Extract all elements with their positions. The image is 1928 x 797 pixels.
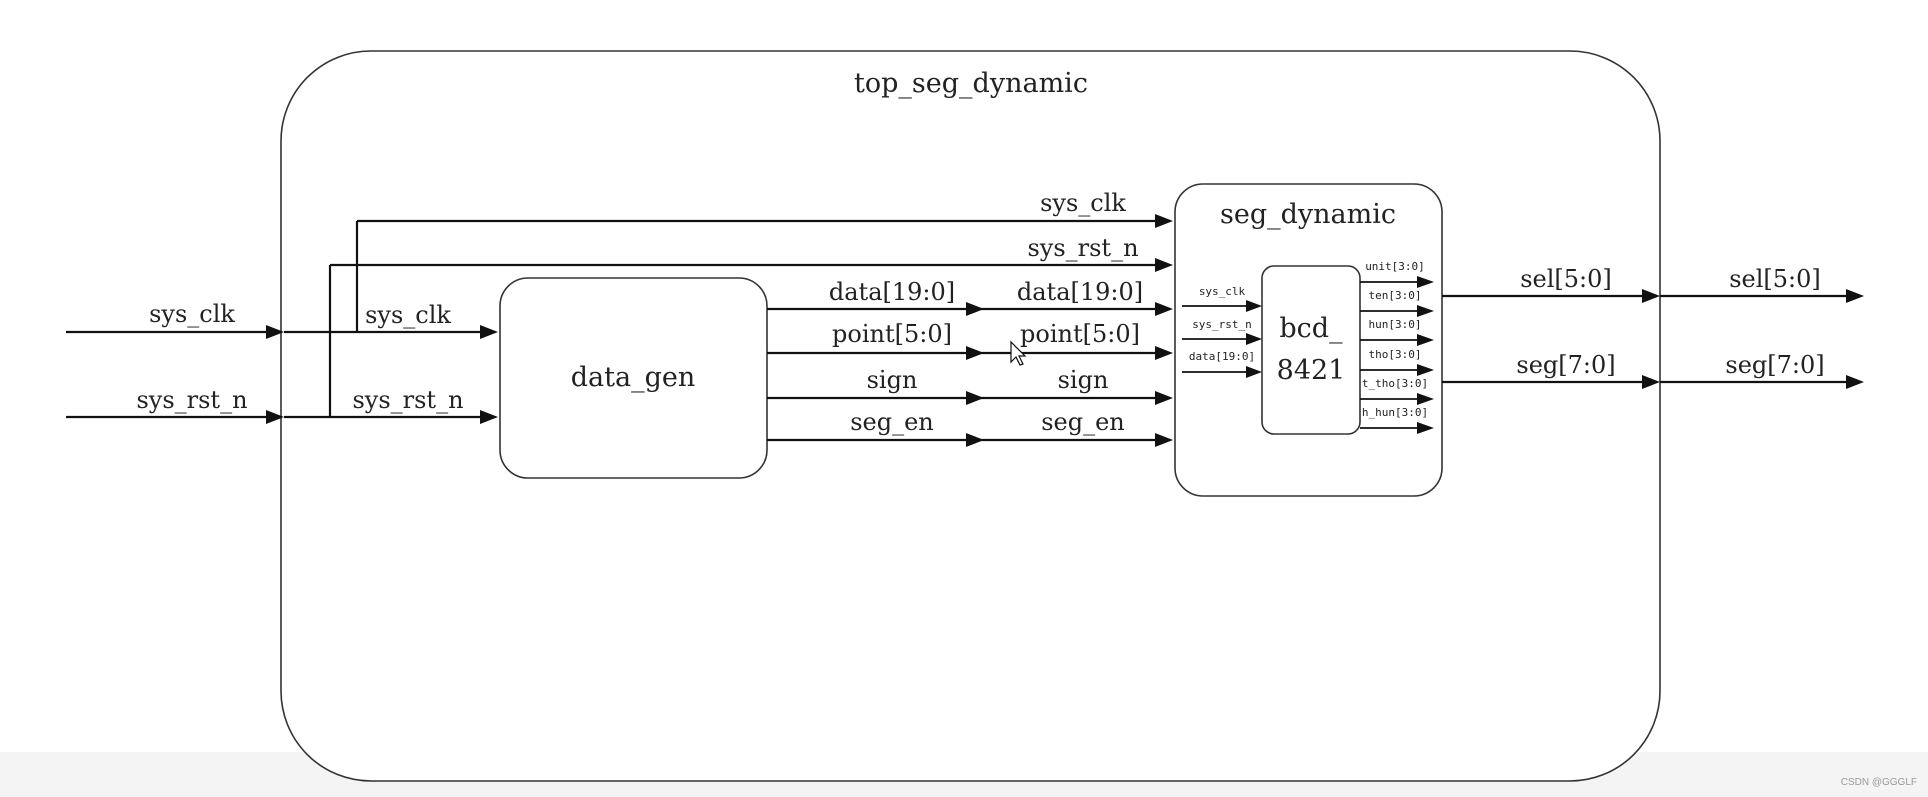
- bcd-data-arrow: [1246, 366, 1262, 378]
- bcd-out-tho-label: tho[3:0]: [1369, 348, 1422, 361]
- dg-point-label: point[5:0]: [832, 320, 952, 348]
- sd-sel-label: sel[5:0]: [1520, 265, 1612, 293]
- bcd-out-ttho-arrow: [1417, 393, 1434, 405]
- segen-end-arrow: [1155, 433, 1173, 447]
- point-end-arrow: [1155, 346, 1173, 360]
- top-module-title: top_seg_dynamic: [854, 68, 1088, 99]
- ext-clk-arrow: [266, 325, 284, 339]
- bcd-out-hun-label: hun[3:0]: [1369, 318, 1422, 331]
- watermark: CSDN @GGGLF: [1841, 777, 1917, 788]
- segen-mid-arrow: [966, 433, 984, 447]
- bcd-clk-label: sys_clk: [1199, 285, 1246, 298]
- sd-point-label: point[5:0]: [1020, 320, 1140, 348]
- bcd-out-unit-label: unit[3:0]: [1365, 260, 1425, 273]
- ext-rst-label: sys_rst_n: [136, 386, 247, 414]
- bcd-out-ten-label: ten[3:0]: [1369, 289, 1422, 302]
- sd-clk-label: sys_clk: [1040, 189, 1126, 217]
- point-mid-arrow: [966, 346, 984, 360]
- dg-rst-label: sys_rst_n: [352, 386, 463, 414]
- bcd-rst-arrow: [1246, 333, 1262, 345]
- data-end-arrow: [1155, 302, 1173, 316]
- dg-rst-arrow: [480, 410, 498, 424]
- out-sel-label: sel[5:0]: [1729, 265, 1821, 293]
- sd-sign-label: sign: [1058, 366, 1109, 394]
- bcd-out-hhun-arrow: [1417, 422, 1434, 434]
- ext-clk-label: sys_clk: [149, 300, 235, 328]
- bcd-out-ttho-label: t_tho[3:0]: [1362, 377, 1428, 390]
- dg-clk-label: sys_clk: [365, 301, 451, 329]
- data-gen-box: [499, 277, 768, 479]
- sd-rst-label: sys_rst_n: [1027, 234, 1138, 262]
- bcd-out-ten-arrow: [1417, 305, 1434, 317]
- out-seg-label: seg[7:0]: [1725, 351, 1824, 379]
- dg-segen-label: seg_en: [850, 408, 934, 436]
- dg-clk-arrow: [480, 325, 498, 339]
- dg-data-label: data[19:0]: [829, 278, 955, 306]
- seg-inner-arrow: [1642, 375, 1660, 389]
- bcd-title-line2: 8421: [1277, 355, 1346, 386]
- ext-rst-arrow: [266, 410, 284, 424]
- bcd-rst-label: sys_rst_n: [1192, 318, 1252, 331]
- data-mid-arrow: [966, 302, 984, 316]
- bcd-out-tho-arrow: [1417, 364, 1434, 376]
- sign-mid-arrow: [966, 391, 984, 405]
- data-gen-title: data_gen: [571, 362, 695, 393]
- sd-seg-label: seg[7:0]: [1516, 351, 1615, 379]
- sel-inner-arrow: [1642, 289, 1660, 303]
- sd-clk-arrow: [1155, 214, 1173, 228]
- seg-dynamic-title: seg_dynamic: [1220, 199, 1396, 230]
- mouse-cursor-icon: [1010, 340, 1027, 366]
- bcd-clk-arrow: [1246, 300, 1262, 312]
- sd-data-label: data[19:0]: [1017, 278, 1143, 306]
- bcd-out-hhun-label: h_hun[3:0]: [1362, 406, 1428, 419]
- bcd-out-unit-arrow: [1417, 276, 1434, 288]
- bcd-box: [1261, 265, 1361, 435]
- bcd-title-line1: bcd_: [1279, 313, 1343, 344]
- sign-end-arrow: [1155, 391, 1173, 405]
- sel-outer-arrow: [1846, 289, 1864, 303]
- sd-rst-arrow: [1155, 258, 1173, 272]
- sd-segen-label: seg_en: [1041, 408, 1125, 436]
- seg-outer-arrow: [1846, 375, 1864, 389]
- bcd-data-label: data[19:0]: [1189, 350, 1255, 363]
- bcd-out-hun-arrow: [1417, 334, 1434, 346]
- dg-sign-label: sign: [867, 366, 918, 394]
